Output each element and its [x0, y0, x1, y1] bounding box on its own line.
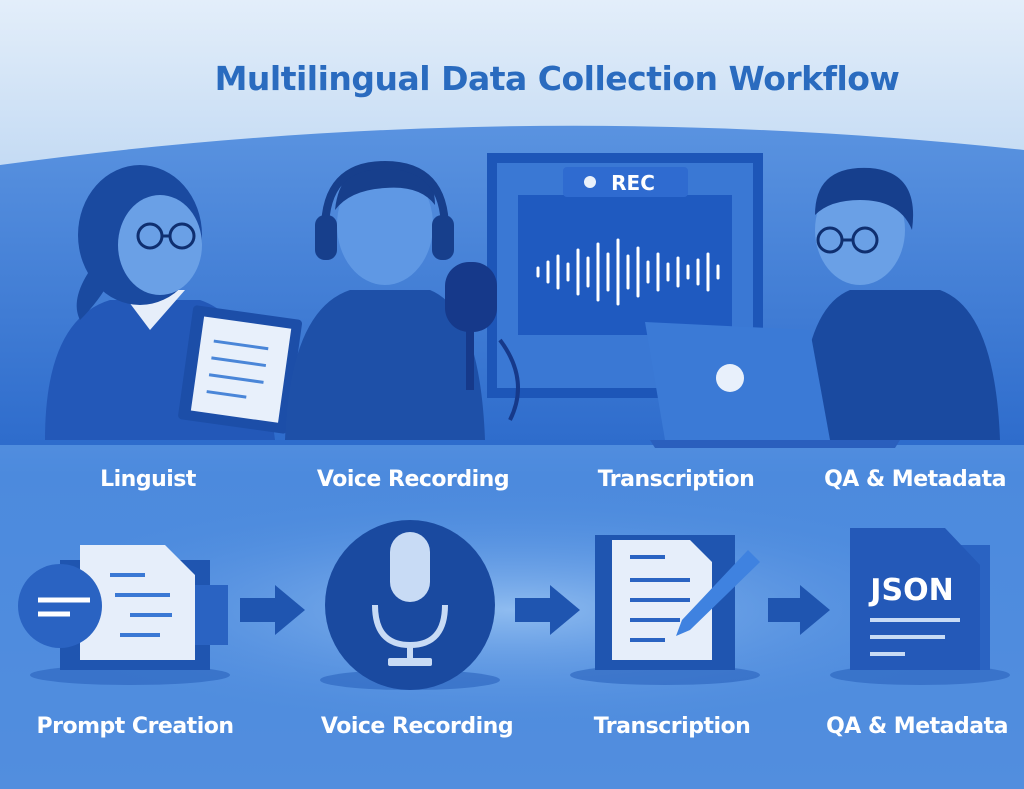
scene-label-qa-metadata: QA & Metadata: [824, 467, 1006, 492]
voice-recorder-figure: [285, 160, 520, 440]
json-label: JSON: [868, 573, 953, 608]
arrow-icon: [240, 585, 305, 635]
scene-label-transcription: Transcription: [598, 467, 755, 492]
chat-bubble-icon: [18, 564, 102, 648]
pencil-icon: [676, 550, 760, 636]
scene-label-voice-recording: Voice Recording: [317, 467, 509, 492]
prompt-creation-icon: [18, 545, 230, 685]
step-label-qa-metadata: QA & Metadata: [826, 714, 1008, 739]
arrow-icon: [515, 585, 580, 635]
step-label-prompt-creation: Prompt Creation: [36, 714, 233, 739]
qa-figure: [645, 167, 1000, 448]
rec-label: REC: [611, 171, 655, 195]
recording-monitor: REC: [487, 153, 763, 398]
waveform-icon: [536, 238, 720, 306]
transcription-icon: [570, 535, 760, 685]
json-file-icon: JSON: [830, 528, 1010, 685]
step-label-voice-recording: Voice Recording: [321, 714, 513, 739]
step-label-transcription: Transcription: [594, 714, 751, 739]
arrow-icon: [768, 585, 830, 635]
microphone-icon: [320, 520, 500, 690]
microphone-stand-icon: [445, 262, 520, 421]
clipboard-icon: [178, 305, 303, 434]
record-dot-icon: [584, 176, 596, 188]
laptop-icon: [645, 322, 900, 448]
scene-label-linguist: Linguist: [100, 467, 197, 492]
rec-badge: [563, 167, 688, 197]
linguist-figure: [45, 165, 303, 440]
headphones-icon: [321, 160, 449, 231]
page-title: Multilingual Data Collection Workflow: [215, 59, 900, 98]
